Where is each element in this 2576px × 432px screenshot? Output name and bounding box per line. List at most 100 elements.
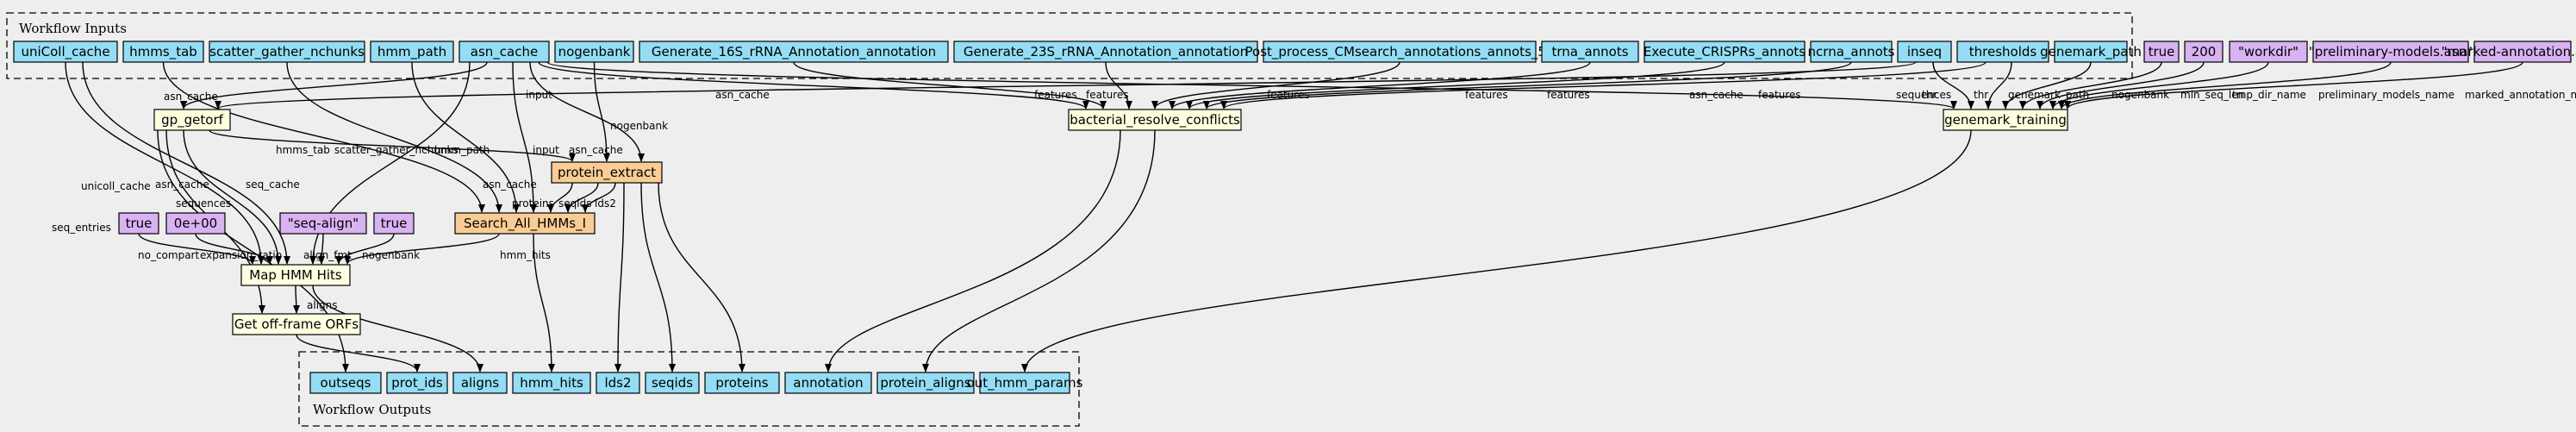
input-post-process-cmsearch-annotations-annots-5s-label: Post_process_CMsearch_annotations_annots… [1245, 44, 1555, 60]
edge-39: asn_cache [538, 61, 1089, 110]
input-genemark-path[interactable]: genemark_path [2040, 41, 2142, 63]
output-out-hmm-params[interactable]: out_hmm_params [967, 372, 1083, 394]
step-genemark-training-label: genemark_training [1944, 112, 2067, 128]
edge-label-asn-cache: asn_cache [1689, 89, 1743, 101]
constant-expansion-ratio[interactable]: 0e+00 [165, 212, 226, 235]
edge-label-no-compart: no_compart [138, 249, 199, 261]
input-hmms-tab-label: hmms_tab [129, 44, 197, 60]
step-search-all-hmms[interactable]: Search_All_HMMs_I [454, 212, 596, 235]
step-genemark-training[interactable]: genemark_training [1943, 109, 2068, 131]
edge-36: features [1169, 61, 1591, 110]
constant-expansion-ratio-label: 0e+00 [174, 216, 217, 231]
edge-24 [296, 334, 421, 373]
edge-6: scatter_gather_nchunks [286, 61, 502, 213]
constant-top-2[interactable]: "workdir" [2229, 41, 2308, 63]
input-hmm-path-label: hmm_path [377, 44, 446, 60]
input-generate-16s-rrna-annotation-annotation[interactable]: Generate_16S_rRNA_Annotation_annotation [639, 41, 949, 63]
constant-top-0-label: true [2149, 44, 2175, 59]
outputs-cluster: Workflow Outputs [298, 351, 1080, 427]
input-generate-23s-rrna-annotation-annotation[interactable]: Generate_23S_rRNA_Annotation_annotation [953, 41, 1258, 63]
edge-38: features [1203, 61, 1852, 110]
constant-top-0[interactable]: true [2143, 41, 2180, 63]
input-trna-annots[interactable]: trna_annots [1541, 41, 1639, 63]
edge-35: features [1151, 61, 1400, 110]
edge-26 [533, 233, 555, 373]
constant-nogenbank[interactable]: true [373, 212, 415, 235]
output-proteins[interactable]: proteins [704, 372, 780, 394]
edge-label-hmm-hits: hmm_hits [500, 249, 551, 261]
edge-label-input: input [526, 89, 552, 101]
input-post-process-cmsearch-annotations-annots-5s[interactable]: Post_process_CMsearch_annotations_annots… [1245, 41, 1555, 63]
edge-22: aligns [292, 285, 338, 314]
output-lds2[interactable]: lds2 [596, 372, 640, 394]
constant-top-3[interactable]: "preliminary-models.asn" [2309, 41, 2473, 63]
input-unicoll-cache[interactable]: uniColl_cache [13, 41, 118, 63]
input-inseq[interactable]: inseq [1897, 41, 1952, 63]
input-hmms-tab[interactable]: hmms_tab [122, 41, 204, 63]
input-scatter-gather-nchunks[interactable]: scatter_gather_nchunks [209, 41, 365, 63]
edge-49: asn_cache [546, 61, 1957, 110]
edge-20: asn_cache [82, 61, 290, 265]
step-bacterial-resolve-conflicts[interactable]: bacterial_resolve_conflicts [1068, 109, 1242, 131]
output-seqids-label: seqids [652, 375, 693, 391]
output-hmm-hits[interactable]: hmm_hits [512, 372, 591, 394]
output-seqids[interactable]: seqids [645, 372, 700, 394]
edge-label-genemark-path: genemark_path [2008, 89, 2089, 101]
input-hmm-path[interactable]: hmm_path [370, 41, 454, 63]
step-map-hmm-hits-label: Map HMM Hits [249, 267, 342, 283]
constant-align-fmt[interactable]: "seq-align" [279, 212, 367, 235]
edge-label-features: features [1758, 89, 1801, 101]
edge-43: genemark_path [2002, 61, 2092, 110]
edge-label-unicoll-cache: unicoll_cache [81, 180, 151, 192]
output-proteins-label: proteins [715, 375, 768, 391]
input-generate-16s-rrna-annotation-annotation-label: Generate_16S_rRNA_Annotation_annotation [652, 44, 936, 60]
edge-label-min-seq-len: min_seq_len [2180, 89, 2244, 101]
step-protein-extract[interactable]: protein_extract [551, 161, 663, 184]
edge-5: hmms_tab [162, 61, 485, 213]
input-nogenbank[interactable]: nogenbank [554, 41, 634, 63]
edge-45: min_seq_len [2036, 61, 2244, 110]
constant-top-1[interactable]: 200 [2184, 41, 2224, 63]
step-get-offframe-orfs-label: Get off-frame ORFs [234, 316, 359, 332]
edge-label-thr: thr [1922, 89, 1937, 101]
output-prot-ids[interactable]: prot_ids [386, 372, 448, 394]
output-outseqs[interactable]: outseqs [309, 372, 382, 394]
edge-label-scatter-gather-nchunks: scatter_gather_nchunks [334, 144, 458, 156]
input-ncrna-annots[interactable]: ncrna_annots [1808, 41, 1895, 63]
output-aligns[interactable]: aligns [452, 372, 508, 394]
output-lds2-label: lds2 [604, 375, 631, 391]
step-bacterial-resolve-conflicts-label: bacterial_resolve_conflicts [1070, 112, 1240, 128]
output-prot-ids-label: prot_ids [391, 375, 443, 391]
input-unicoll-cache-label: uniColl_cache [21, 44, 109, 60]
output-protein-aligns[interactable]: protein_aligns [876, 372, 975, 394]
edge-41: sequences [1896, 61, 1974, 110]
output-annotation[interactable]: annotation [784, 372, 872, 394]
input-thresholds[interactable]: thresholds [1956, 41, 2049, 63]
edge-label-asn-cache: asn_cache [715, 89, 770, 101]
edge-44: nogenbank [2019, 61, 2169, 110]
constant-top-4[interactable]: "marked-annotation.asn" [2442, 41, 2576, 63]
edge-10: seqids [558, 182, 599, 213]
edge-label-features: features [1086, 89, 1129, 101]
edge-27 [614, 182, 625, 373]
edge-17: align_fmt [303, 233, 352, 265]
step-get-offframe-orfs[interactable]: Get off-frame ORFs [232, 313, 361, 335]
edge-34: features [1086, 61, 1132, 110]
input-inseq-label: inseq [1907, 44, 1942, 59]
step-gp-getorf[interactable]: gp_getorf [153, 109, 231, 131]
edge-30 [825, 129, 1121, 373]
step-map-hmm-hits[interactable]: Map HMM Hits [240, 264, 351, 286]
step-gp-getorf-label: gp_getorf [161, 112, 224, 128]
edge-14: sequences [176, 129, 282, 265]
constant-top-2-label: "workdir" [2238, 44, 2298, 59]
edge-label-preliminary-models-name: preliminary_models_name [2318, 89, 2454, 101]
edge-label-tmp-dir-name: tmp_dir_name [2232, 89, 2306, 101]
edge-28 [640, 182, 676, 373]
edge-29 [658, 182, 745, 373]
input-execute-crisprs-annots[interactable]: Execute_CRISPRs_annots [1644, 41, 1806, 63]
edge-3: asn_cache [529, 61, 645, 162]
input-asn-cache[interactable]: asn_cache [458, 41, 550, 63]
constant-no-compart[interactable]: true [118, 212, 159, 235]
edge-19: hmm_hits [344, 233, 551, 265]
